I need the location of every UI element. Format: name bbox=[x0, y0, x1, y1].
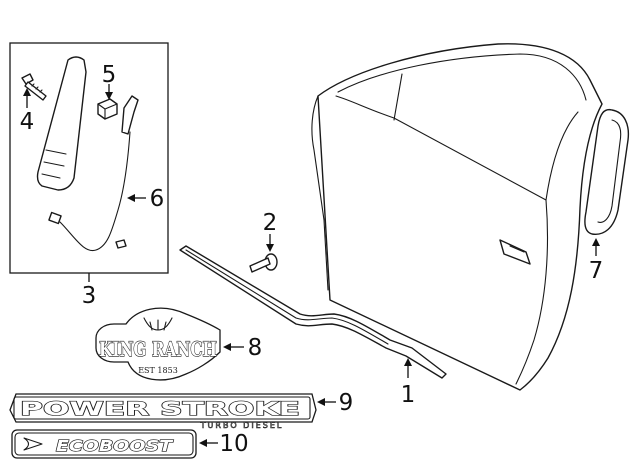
ecoboost-logo-icon bbox=[23, 437, 43, 451]
power-stroke-text: POWER STROKE bbox=[20, 398, 300, 420]
king-ranch-est-text: EST 1853 bbox=[138, 366, 178, 375]
arrow-9 bbox=[317, 398, 325, 406]
ecoboost-emblem: ECOBOOST bbox=[11, 429, 197, 459]
callout-7: 7 bbox=[589, 258, 604, 284]
callout-3: 3 bbox=[82, 283, 97, 309]
callout-6: 6 bbox=[150, 186, 165, 212]
rocker-molding-part bbox=[179, 245, 447, 379]
door-shell bbox=[311, 43, 603, 391]
arrow-1 bbox=[404, 358, 412, 366]
retainer-pin-part bbox=[249, 253, 278, 273]
callout-10: 10 bbox=[219, 431, 248, 457]
king-ranch-text: KING RANCH bbox=[99, 337, 217, 361]
callout-2: 2 bbox=[263, 210, 278, 236]
ecoboost-text: ECOBOOST bbox=[56, 437, 174, 455]
inset-box bbox=[9, 42, 169, 274]
callout-5: 5 bbox=[102, 62, 117, 88]
callout-4: 4 bbox=[20, 109, 35, 135]
callout-9: 9 bbox=[339, 390, 354, 416]
applique-panel bbox=[36, 56, 87, 191]
power-stroke-emblem: POWER STROKE TURBO DIESEL bbox=[9, 393, 317, 430]
king-ranch-emblem: KING RANCH EST 1853 bbox=[95, 307, 221, 381]
arrow-6 bbox=[127, 194, 135, 202]
arrow-2 bbox=[266, 244, 274, 252]
bolt-part bbox=[21, 73, 47, 101]
arrow-7 bbox=[592, 238, 600, 246]
turbo-diesel-text: TURBO DIESEL bbox=[200, 421, 284, 430]
door-seal-part bbox=[584, 108, 630, 235]
callout-1: 1 bbox=[401, 382, 416, 408]
clip-part bbox=[97, 98, 118, 120]
arrow-8 bbox=[223, 343, 231, 351]
arrow-10 bbox=[199, 439, 207, 447]
callout-8: 8 bbox=[248, 335, 263, 361]
wire-harness-part bbox=[48, 95, 139, 252]
arrow-4 bbox=[23, 88, 31, 96]
arrow-5 bbox=[105, 92, 113, 100]
